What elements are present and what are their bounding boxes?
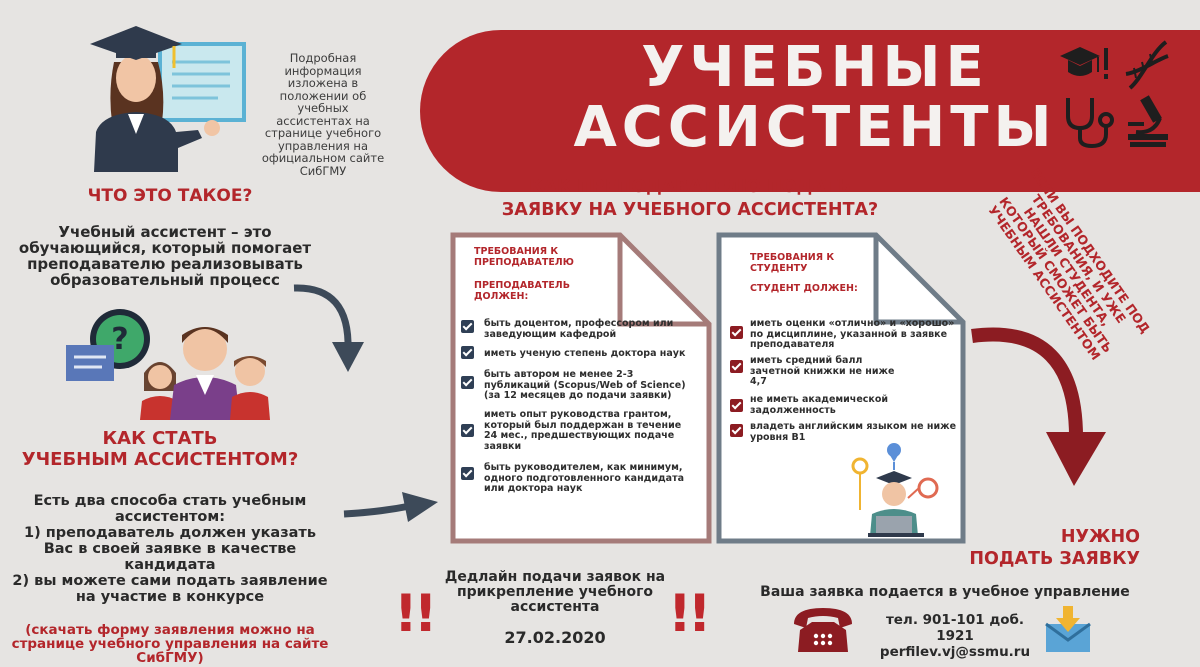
student-req-3: не иметь академической задолженность: [750, 394, 889, 416]
teacher-checkbox-2: [461, 346, 474, 359]
need-submit-line1: НУЖНО: [1060, 527, 1140, 547]
submission-info: Ваша заявка подается в учебное управлени…: [760, 584, 1130, 600]
page-title: УЧЕБНЫЕ АССИСТЕНТЫ: [555, 38, 1075, 158]
arrow-right-icon: [343, 492, 438, 522]
intro-text: Подробная информация изложена в положени…: [261, 51, 385, 178]
student-laptop-illustration: [851, 443, 939, 537]
ways-intro: Есть два способа стать учебным ассистент…: [33, 493, 307, 525]
way-item-1: 1) преподаватель должен указать Вас в св…: [24, 525, 316, 573]
ways-list: Есть два способа стать учебным ассистент…: [10, 493, 330, 605]
student-req-4: владеть английским языком не ниже уровня…: [750, 421, 957, 443]
teacher-doc-subtitle: ПРЕПОДАВАТЕЛЬ ДОЛЖЕН:: [474, 280, 570, 302]
telephone-icon: [794, 608, 852, 652]
exclamation-icon-right: !!: [668, 584, 711, 644]
student-requirements-document: [716, 232, 966, 544]
student-checkbox-1: [730, 326, 743, 339]
contact-phone[interactable]: тел. 901-101 доб. 1921: [885, 612, 1025, 644]
teacher-req-2: иметь ученую степень доктора наук: [484, 348, 686, 359]
how-heading: КАК СТАТЬ УЧЕБНЫМ АССИСТЕНТОМ?: [10, 428, 310, 470]
teacher-checkbox-4: [461, 424, 474, 437]
way-item-2: 2) вы можете сами подать заявление на уч…: [12, 573, 328, 605]
main-heading-line1: КАК ПРЕПОДАВАТЕЛЮ ПОДАТЬ: [528, 177, 852, 197]
student-checkbox-2: [730, 360, 743, 373]
mail-download-icon[interactable]: [1044, 606, 1092, 654]
need-submit-heading: НУЖНО ПОДАТЬ ЗАЯВКУ: [950, 526, 1140, 570]
student-req-1: иметь оценки «отлично» и «хорошо» по дис…: [750, 318, 955, 350]
deadline-text: Дедлайн подачи заявок на прикрепление уч…: [444, 569, 666, 615]
main-heading-line2: ЗАЯВКУ НА УЧЕБНОГО АССИСТЕНТА?: [501, 200, 879, 220]
page-title-line1: УЧЕБНЫЕ: [641, 35, 989, 100]
deadline-date: 27.02.2020: [504, 628, 606, 647]
what-heading: ЧТО ЭТО ТАКОЕ?: [87, 186, 253, 206]
curved-arrow-red-icon: [971, 327, 1106, 486]
student-doc-subtitle: СТУДЕНТ ДОЛЖЕН:: [750, 283, 858, 294]
teacher-req-5: быть руководителем, как минимум, одного …: [484, 462, 684, 494]
student-checkbox-3: [730, 399, 743, 412]
page-title-line2: АССИСТЕНТЫ: [573, 95, 1057, 160]
curved-arrow-icon: [293, 284, 364, 372]
teacher-checkbox-1: [461, 320, 474, 333]
svg-text:?: ?: [111, 322, 128, 357]
stethoscope-icon: [1066, 98, 1114, 149]
download-form-note[interactable]: (скачать форму заявления можно на страни…: [11, 622, 329, 666]
contact-info: тел. 901-101 доб. 1921 perfilev.vj@ssmu.…: [870, 612, 1040, 660]
how-heading-line2: УЧЕБНЫМ АССИСТЕНТОМ?: [21, 449, 299, 470]
exclamation-icon-left: !!: [394, 584, 437, 644]
people-question-illustration: ?: [66, 309, 270, 420]
what-description: Учебный ассистент – это обучающийся, кот…: [18, 223, 312, 289]
teacher-checkbox-3: [461, 376, 474, 389]
student-checkbox-4: [730, 424, 743, 437]
teacher-requirements-document: [450, 232, 712, 544]
teacher-req-1: быть доцентом, профессором или заведующи…: [484, 318, 674, 340]
need-submit-line2: ПОДАТЬ ЗАЯВКУ: [969, 549, 1140, 569]
contact-email[interactable]: perfilev.vj@ssmu.ru: [879, 644, 1031, 660]
graduation-cap-icon: [1060, 47, 1108, 79]
teacher-checkbox-5: [461, 467, 474, 480]
microscope-icon: [1128, 95, 1168, 147]
teacher-illustration: [90, 26, 246, 172]
teacher-req-3: быть автором не менее 2-3 публикаций (Sc…: [484, 369, 686, 401]
student-req-2: иметь средний балл зачетной книжки не ни…: [750, 355, 895, 387]
teacher-doc-title: ТРЕБОВАНИЯ К ПРЕПОДАВАТЕЛЮ: [474, 246, 574, 268]
how-heading-line1: КАК СТАТЬ: [102, 428, 218, 449]
student-doc-title: ТРЕБОВАНИЯ К СТУДЕНТУ: [750, 252, 835, 274]
dna-icon: [1125, 40, 1169, 90]
teacher-req-4: иметь опыт руководства грантом, который …: [484, 409, 682, 452]
main-heading: КАК ПРЕПОДАВАТЕЛЮ ПОДАТЬ ЗАЯВКУ НА УЧЕБН…: [470, 176, 910, 222]
